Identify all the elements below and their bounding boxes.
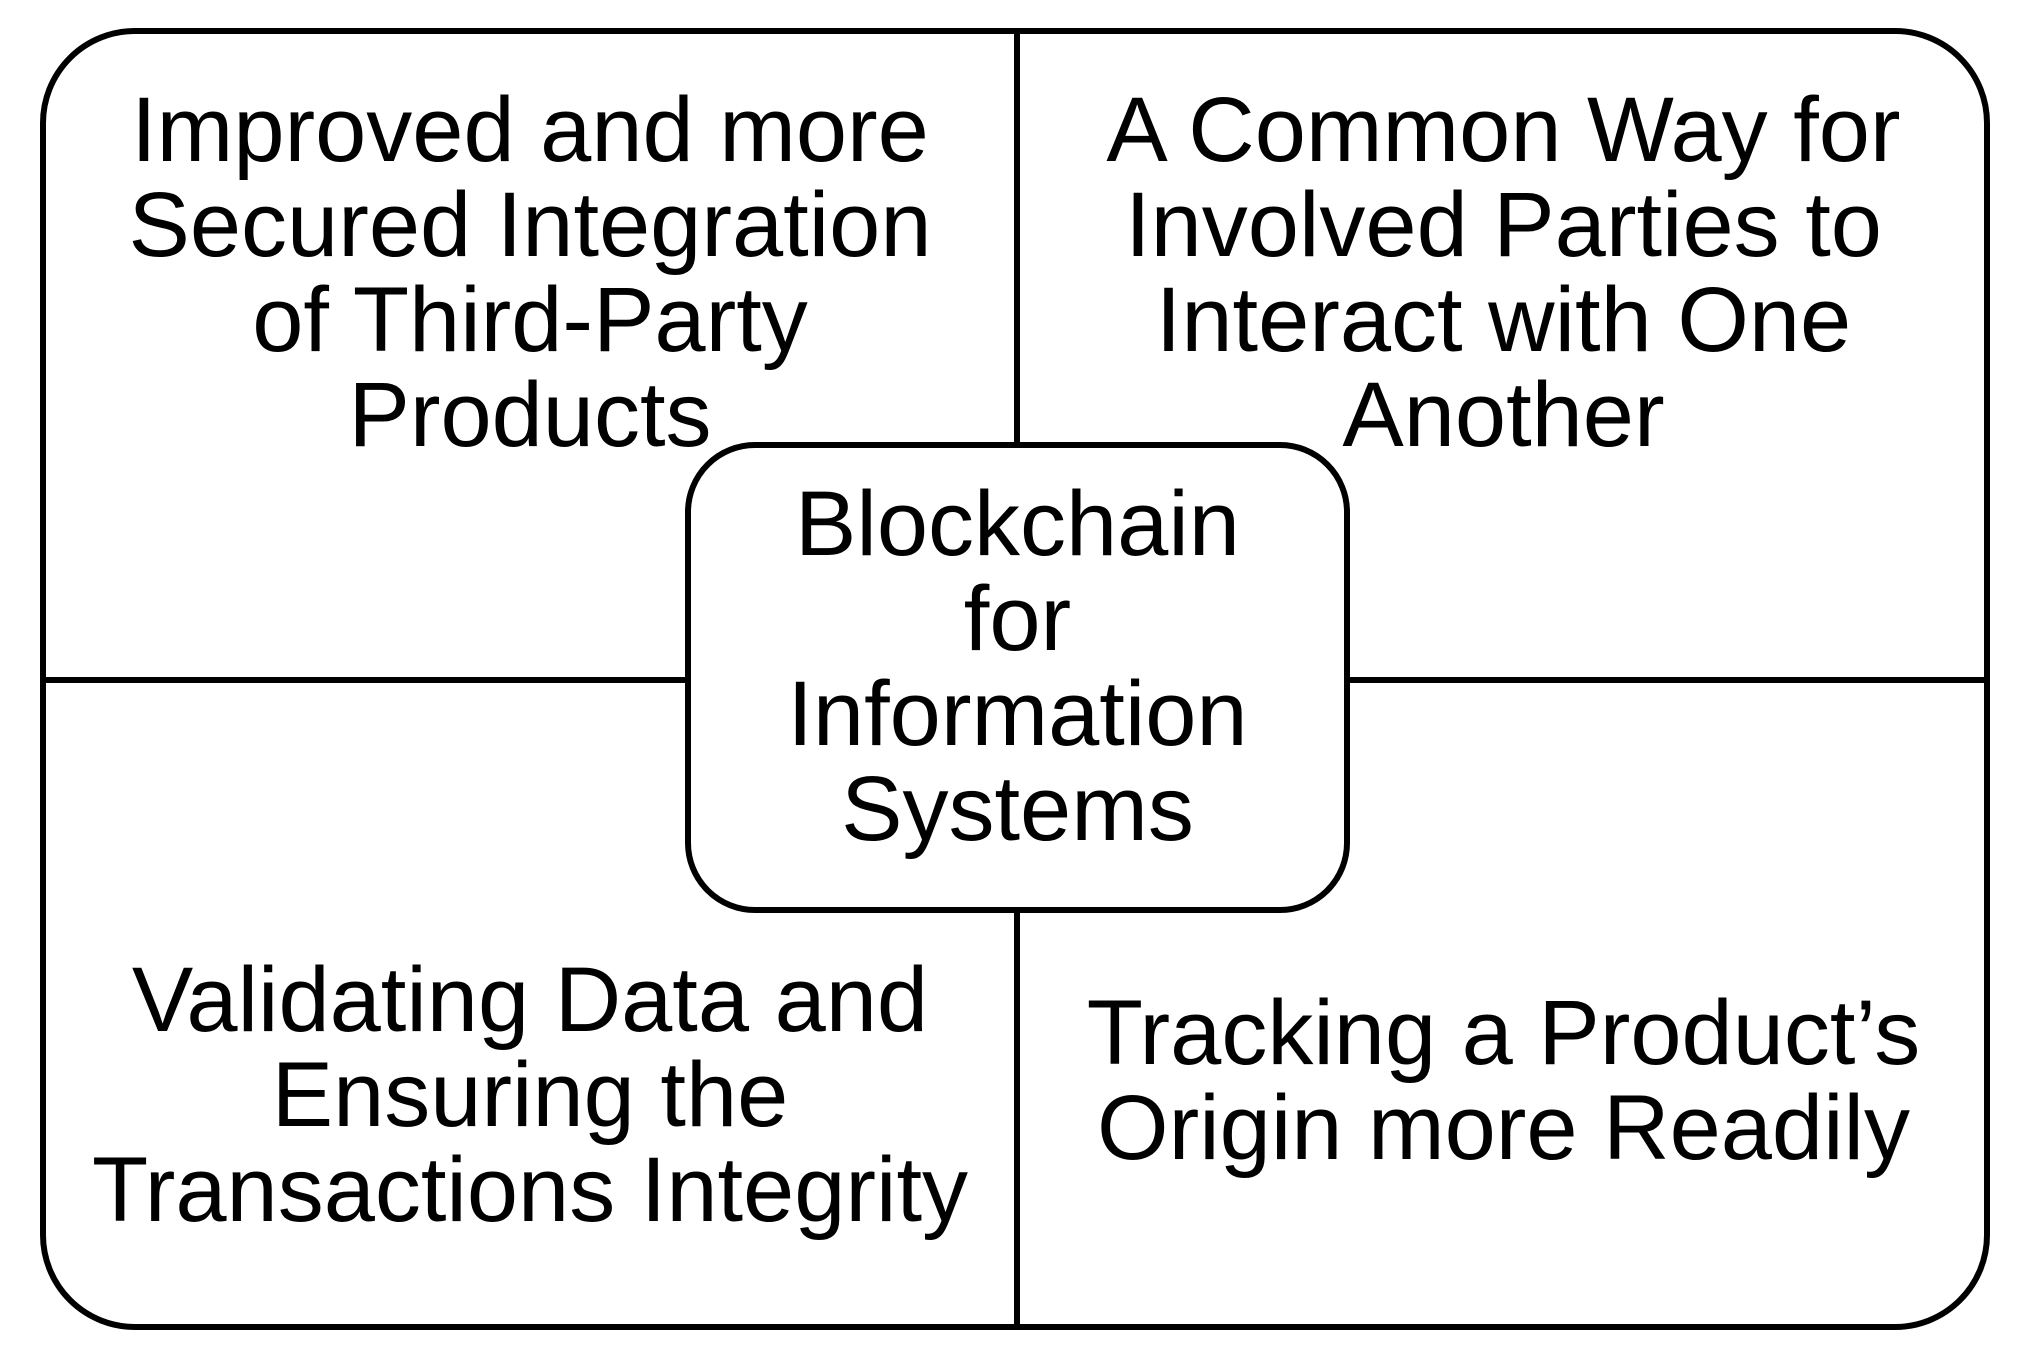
- center-node: Blockchain for Information Systems: [685, 442, 1350, 913]
- text-line: Blockchain: [795, 472, 1240, 575]
- text-line: Secured Integration: [128, 174, 932, 276]
- quadrant-bottom-left-label: Validating Data and Ensuring the Transac…: [43, 953, 1017, 1238]
- text-line: Tracking a Product’s: [1086, 982, 1921, 1084]
- text-line: Validating Data and: [131, 949, 929, 1051]
- text-line: for: [963, 567, 1072, 670]
- text-line: Transactions Integrity: [91, 1139, 969, 1241]
- text-line: Information: [787, 662, 1248, 765]
- text-line: Involved Parties to: [1125, 174, 1882, 276]
- text-line: Ensuring the: [271, 1044, 789, 1146]
- quadrant-top-right-label: A Common Way for Involved Parties to Int…: [1020, 83, 1987, 463]
- text-line: A Common Way for: [1106, 79, 1901, 181]
- text-line: Products: [348, 364, 712, 466]
- text-line: Interact with One: [1155, 269, 1852, 371]
- text-line: Another: [1342, 364, 1665, 466]
- quadrant-bottom-right-label: Tracking a Product’s Origin more Readily: [1020, 986, 1987, 1176]
- text-line: of Third-Party: [252, 269, 808, 371]
- text-line: Origin more Readily: [1097, 1077, 1910, 1179]
- text-line: Systems: [841, 757, 1194, 860]
- center-node-label: Blockchain for Information Systems: [787, 472, 1248, 860]
- text-line: Improved and more: [131, 79, 929, 181]
- quadrant-top-left-label: Improved and more Secured Integration of…: [43, 83, 1017, 463]
